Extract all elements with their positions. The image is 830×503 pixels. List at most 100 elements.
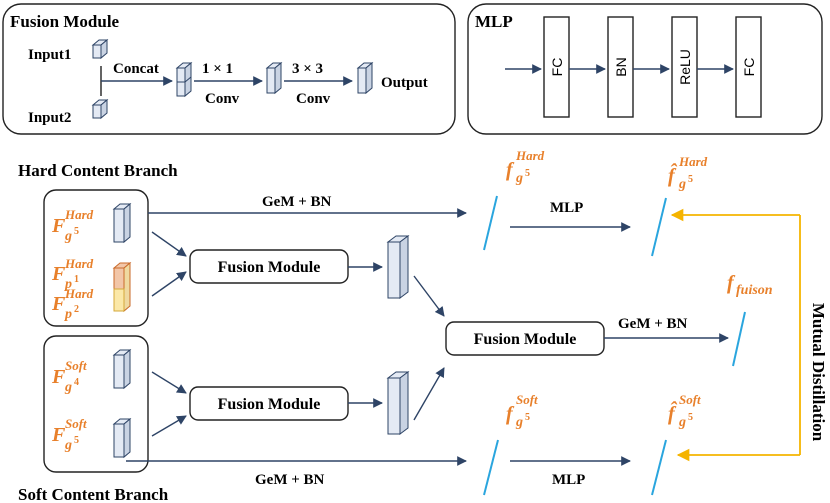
concat-label: Concat xyxy=(113,61,159,77)
svg-text:Soft: Soft xyxy=(679,392,701,407)
svg-text:f: f xyxy=(727,272,736,294)
svg-text:fuison: fuison xyxy=(736,283,773,298)
svg-text:2: 2 xyxy=(74,304,79,315)
conv1-cube xyxy=(265,61,283,95)
soft-g4-to-fusion-arrow xyxy=(151,371,187,394)
soft-cube-to-center-arrow xyxy=(413,367,445,421)
fusion-module-panel: Fusion Module Input1 Input2 Concat 1 × 1… xyxy=(2,3,456,135)
svg-text:4: 4 xyxy=(74,377,79,388)
hard-branch-title: Hard Content Branch xyxy=(18,161,178,180)
output-cube xyxy=(356,61,374,95)
soft-g5-to-fusion-arrow xyxy=(151,415,187,437)
soft-f-g5-feature-line xyxy=(483,439,499,496)
svg-text:f̂: f̂ xyxy=(668,162,678,187)
conv3-top-label: 3 × 3 xyxy=(292,61,323,77)
hard-fhat-g5-label: f̂ Hard g 5 xyxy=(668,154,708,192)
svg-text:g: g xyxy=(515,171,523,186)
svg-text:Hard: Hard xyxy=(64,256,94,271)
mlp-panel-border xyxy=(467,3,823,135)
conv1-bottom-label: Conv xyxy=(205,91,240,107)
mlp-block-fc1-label: FC xyxy=(549,58,565,77)
svg-text:5: 5 xyxy=(688,412,693,423)
svg-text:F: F xyxy=(51,215,66,237)
mlp-block-relu xyxy=(671,16,698,118)
mlp-block-bn-label: BN xyxy=(613,57,629,76)
svg-text:p: p xyxy=(64,277,72,292)
svg-text:g: g xyxy=(64,438,72,453)
hard-p-stacked-cube xyxy=(112,261,132,313)
hard-f-g5-label: F Hard g 5 xyxy=(51,207,94,244)
conv1-top-label: 1 × 1 xyxy=(202,61,233,77)
input2-label: Input2 xyxy=(28,110,71,126)
svg-text:5: 5 xyxy=(688,174,693,185)
hard-f-p2-label: F Hard p 2 xyxy=(51,286,94,322)
soft-f-g4-label: F Soft g 4 xyxy=(51,358,87,395)
fusion-module-panel-border xyxy=(2,3,456,135)
svg-text:f: f xyxy=(506,403,515,425)
soft-g5-cube xyxy=(112,417,132,459)
svg-text:Soft: Soft xyxy=(65,416,87,431)
hard-mlp-label: MLP xyxy=(550,200,583,216)
center-fusion-module-label: Fusion Module xyxy=(474,331,577,348)
soft-feature-box xyxy=(43,335,149,473)
soft-fhat-g5-label: f̂ Soft g 5 xyxy=(668,392,701,430)
concat-cube xyxy=(175,61,193,98)
hard-cube-to-center-arrow xyxy=(413,275,445,317)
hard-feature-box xyxy=(43,189,149,327)
hard-f-p1-label: F Hard p 1 xyxy=(51,256,94,292)
svg-text:1: 1 xyxy=(74,274,79,285)
svg-text:F: F xyxy=(51,293,66,315)
f-fusion-label: f fuison xyxy=(727,272,773,298)
svg-text:f: f xyxy=(506,159,515,181)
svg-text:g: g xyxy=(515,415,523,430)
hard-fusion-module-label: Fusion Module xyxy=(218,259,321,276)
soft-f-g5-label: F Soft g 5 xyxy=(51,416,87,453)
soft-branch-title: Soft Content Branch xyxy=(18,485,169,503)
svg-text:g: g xyxy=(64,229,72,244)
hard-fhat-g5-feature-line xyxy=(651,197,667,257)
svg-text:5: 5 xyxy=(525,168,530,179)
soft-f-g5-output-label: f Soft g 5 xyxy=(506,392,538,430)
svg-text:Soft: Soft xyxy=(516,392,538,407)
hard-f-g5-feature-line xyxy=(483,195,498,251)
mlp-block-bn xyxy=(607,16,634,118)
output-label: Output xyxy=(381,75,428,91)
center-gem-bn-label: GeM + BN xyxy=(618,316,688,332)
svg-text:f̂: f̂ xyxy=(668,400,678,425)
conv3-bottom-label: Conv xyxy=(296,91,331,107)
input1-label: Input1 xyxy=(28,47,71,63)
mlp-block-fc2 xyxy=(735,16,762,118)
mlp-block-fc1 xyxy=(543,16,570,118)
svg-text:g: g xyxy=(64,380,72,395)
mlp-panel-title: MLP xyxy=(475,12,513,31)
svg-text:F: F xyxy=(51,263,66,285)
svg-text:Hard: Hard xyxy=(515,148,545,163)
svg-text:Hard: Hard xyxy=(64,207,94,222)
soft-g4-cube xyxy=(112,348,132,390)
svg-text:5: 5 xyxy=(74,226,79,237)
svg-text:g: g xyxy=(678,177,686,192)
hard-g5-cube xyxy=(112,202,132,244)
mlp-panel: MLP FC BN ReLU FC xyxy=(467,3,823,135)
mutual-distillation-bracket xyxy=(670,208,801,462)
hard-f-g5-output-label: f Hard g 5 xyxy=(506,148,545,186)
hard-gem-bn-label: GeM + BN xyxy=(262,194,332,210)
soft-fusion-module-label: Fusion Module xyxy=(218,396,321,413)
mlp-block-relu-label: ReLU xyxy=(677,49,693,85)
svg-text:p: p xyxy=(64,307,72,322)
hard-p-to-fusion-arrow xyxy=(151,271,187,297)
soft-mlp-label: MLP xyxy=(552,472,585,488)
svg-text:Soft: Soft xyxy=(65,358,87,373)
svg-text:Hard: Hard xyxy=(678,154,708,169)
input1-cube xyxy=(91,38,109,60)
mutual-distillation-label: Mutual Distillation xyxy=(809,303,828,442)
svg-text:Hard: Hard xyxy=(64,286,94,301)
svg-text:5: 5 xyxy=(525,412,530,423)
mlp-block-fc2-label: FC xyxy=(741,58,757,77)
input2-cube xyxy=(91,98,109,120)
soft-fhat-g5-feature-line xyxy=(651,439,667,496)
svg-text:F: F xyxy=(51,366,66,388)
hard-g5-to-fusion-arrow xyxy=(151,231,187,257)
svg-text:5: 5 xyxy=(74,435,79,446)
